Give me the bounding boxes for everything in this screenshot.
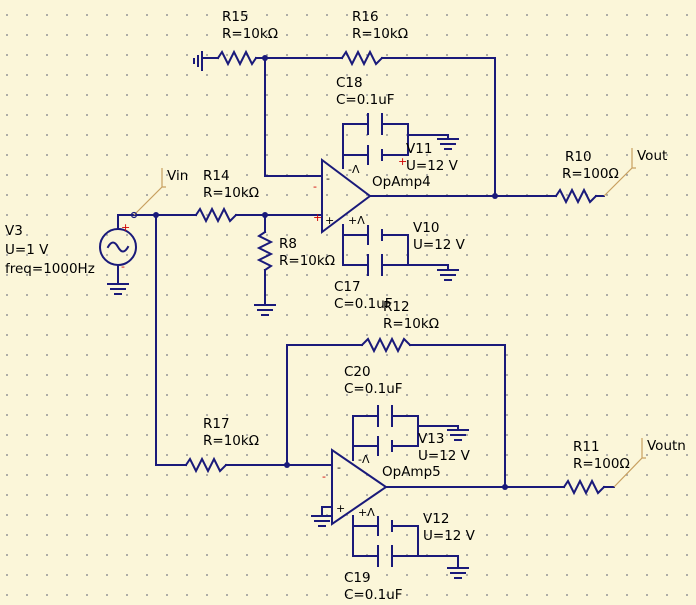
opamp5-plus: + <box>336 502 345 515</box>
c20-name: C20 <box>344 364 371 380</box>
opamp4-vneg: -Λ <box>348 163 360 176</box>
capacitor-c20 <box>377 405 393 427</box>
opamp-opamp4: - + -Λ +Λ - + <box>313 158 372 234</box>
r16-value: R=10kΩ <box>352 26 408 42</box>
opamp5-name: OpAmp5 <box>382 464 441 480</box>
r11-name: R11 <box>573 439 600 455</box>
ac-source-v3: + - <box>99 221 137 273</box>
resistor-r11 <box>562 478 606 496</box>
resistor-r17 <box>184 456 228 474</box>
battery-v10 <box>367 225 383 245</box>
resistor-r16 <box>340 49 384 67</box>
battery-v13 <box>377 436 393 456</box>
r15-value: R=10kΩ <box>222 26 278 42</box>
bottom-circuit-wires <box>225 344 615 569</box>
opamp5-vpos: +Λ <box>358 506 375 519</box>
opamp5-red-minus: - <box>322 470 326 483</box>
capacitor-c17 <box>367 254 383 276</box>
resistor-r8 <box>256 230 274 272</box>
r12-name: R12 <box>383 299 410 315</box>
vout-label: Vout <box>637 148 667 164</box>
vin-port <box>133 168 166 216</box>
r12-value: R=10kΩ <box>383 316 439 332</box>
v11-name: V11 <box>406 141 432 157</box>
voutn-label: Voutn <box>647 438 686 454</box>
capacitor-c18 <box>367 113 383 135</box>
c17-value: C=0.1uF <box>334 296 393 312</box>
c20-value: C=0.1uF <box>344 381 403 397</box>
c18-name: C18 <box>336 75 363 91</box>
opamp5-vneg: -Λ <box>358 453 370 466</box>
v13-value: U=12 V <box>418 448 471 464</box>
net-ports <box>130 148 646 488</box>
r16-name: R16 <box>352 9 379 25</box>
c19-value: C=0.1uF <box>344 587 403 603</box>
r11-value: R=100Ω <box>573 456 630 472</box>
ground-icon <box>193 51 203 71</box>
ground-symbols <box>107 51 469 579</box>
r14-name: R14 <box>203 168 230 184</box>
resistor-r14 <box>194 206 238 224</box>
battery-v11: + <box>367 145 407 168</box>
battery-v12 <box>377 516 393 536</box>
voutn-port <box>613 438 646 488</box>
r10-value: R=100Ω <box>562 166 619 182</box>
v11-plus-mark: + <box>398 155 407 168</box>
opamp4-name: OpAmp4 <box>372 174 431 190</box>
r15-name: R15 <box>222 9 249 25</box>
r8-value: R=10kΩ <box>279 253 335 269</box>
c17-name: C17 <box>334 279 361 295</box>
opamp4-plus: + <box>325 214 334 227</box>
r14-value: R=10kΩ <box>203 185 259 201</box>
vout-port <box>603 148 636 197</box>
v10-name: V10 <box>413 220 439 236</box>
c19-name: C19 <box>344 570 371 586</box>
r17-name: R17 <box>203 416 230 432</box>
resistor-r12 <box>360 336 412 354</box>
top-circuit-wires <box>117 57 605 466</box>
resistor-r10 <box>554 187 598 205</box>
v3-minus-mark: - <box>121 260 125 273</box>
opamp4-vpos: +Λ <box>348 214 365 227</box>
opamp4-red-plus: + <box>313 211 322 224</box>
v12-name: V12 <box>423 511 449 527</box>
opamp4-red-minus: - <box>313 180 317 193</box>
v3-plus-mark: + <box>121 221 130 234</box>
c18-value: C=0.1uF <box>336 92 395 108</box>
v12-value: U=12 V <box>423 528 476 544</box>
v3-value: U=1 V <box>5 242 49 258</box>
junction-dots <box>153 55 508 490</box>
v3-name: V3 <box>5 223 23 239</box>
component-labels: R15 R=10kΩ R16 R=10kΩ C18 C=0.1uF V11 U=… <box>5 9 630 603</box>
v10-value: U=12 V <box>413 237 466 253</box>
v3-freq: freq=1000Hz <box>5 261 95 277</box>
capacitor-c19 <box>377 545 393 567</box>
opamp4-minus: - <box>326 172 330 185</box>
v13-name: V13 <box>418 431 444 447</box>
vin-label: Vin <box>167 168 188 184</box>
r17-value: R=10kΩ <box>203 433 259 449</box>
v11-value: U=12 V <box>406 158 459 174</box>
r10-name: R10 <box>565 149 592 165</box>
opamp5-minus: - <box>337 461 341 474</box>
r8-name: R8 <box>279 236 297 252</box>
resistor-r15 <box>216 49 258 67</box>
opamp-opamp5: - + -Λ +Λ - <box>322 448 388 526</box>
net-labels: Vin Vout Voutn <box>167 148 686 454</box>
